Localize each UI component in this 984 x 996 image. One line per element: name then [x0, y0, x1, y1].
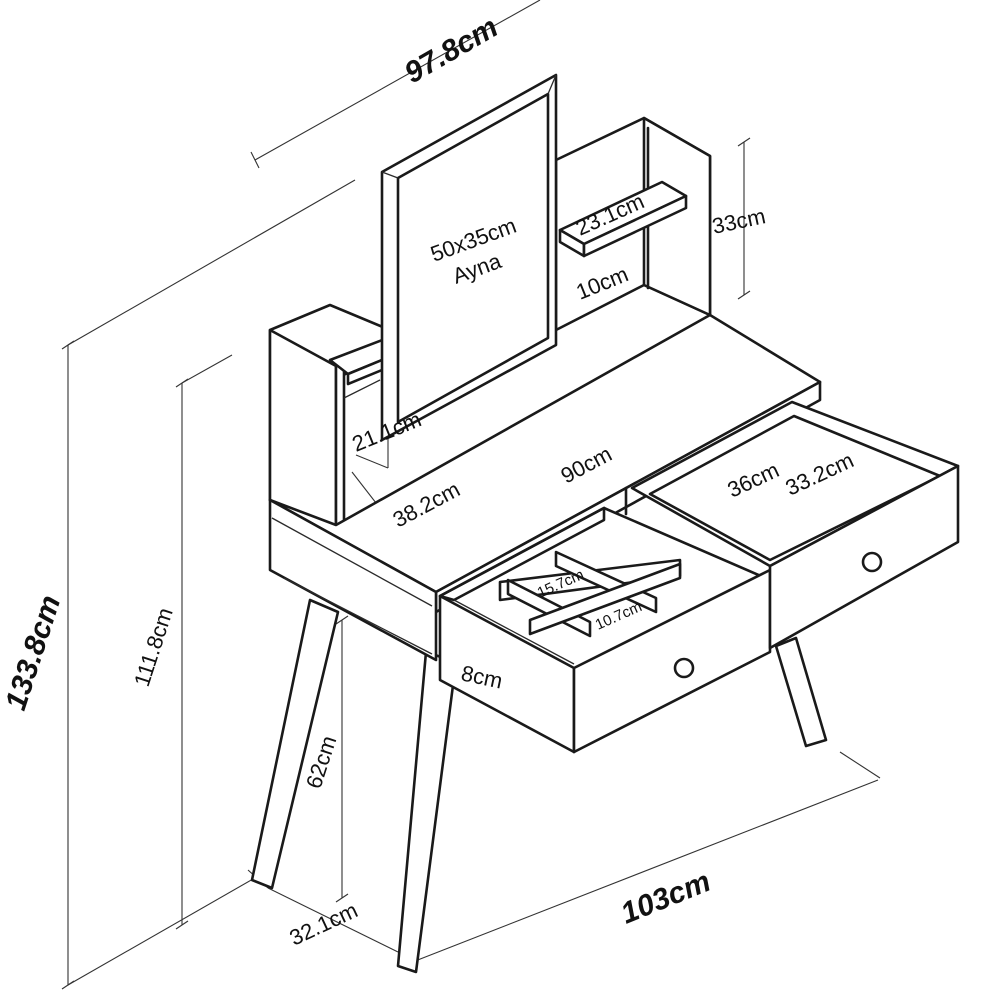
left-side-panel-front — [268, 328, 338, 532]
dim-left-shelf-ext — [355, 454, 389, 469]
label-top-width: 97.8cm — [399, 11, 504, 90]
right-drawer-knob — [861, 551, 883, 573]
leg-front-left — [250, 598, 340, 890]
apron-line — [271, 517, 433, 607]
right-drawer — [630, 400, 960, 650]
left-drawer-back-wall — [438, 506, 606, 602]
dim-tick — [61, 340, 75, 350]
leg-back-right — [774, 636, 828, 748]
dim-total-width-ext — [839, 751, 881, 779]
left-drawer-front — [572, 568, 772, 754]
label-depth: 32.1cm — [286, 897, 362, 950]
dim-desk-height-ext — [181, 354, 233, 384]
dim-tick — [335, 893, 349, 903]
label-total-height: 133.8cm — [0, 591, 67, 714]
dim-tick — [61, 980, 75, 990]
dim-tick — [737, 290, 751, 300]
legs — [250, 598, 828, 974]
left-drawer — [438, 506, 772, 754]
dim-tick — [335, 615, 349, 625]
label-desk-height: 111.8cm — [129, 605, 178, 690]
dim-tick — [737, 137, 751, 147]
mirror-bevel — [547, 74, 557, 95]
dim-depth-line — [267, 887, 399, 953]
left-drawer-inner-edge — [453, 599, 575, 665]
label-total-width: 103cm — [616, 865, 715, 931]
floating-shelf-side — [582, 194, 688, 258]
left-side-panel-edge — [334, 360, 346, 532]
left-shelf-underside — [343, 379, 381, 399]
hutch — [268, 116, 712, 532]
mirror — [380, 73, 558, 442]
label-hutch-height: 33cm — [710, 203, 768, 239]
leg-front-right — [396, 650, 458, 974]
mirror-inner-frame — [396, 92, 550, 424]
mirror-frame — [380, 73, 558, 442]
dim-tick — [175, 920, 189, 930]
left-drawer-knob — [673, 657, 695, 679]
dim-tick — [175, 378, 189, 388]
dim-top-width-line — [254, 0, 541, 161]
mirror-bevel — [381, 171, 399, 179]
dim-total-height-ext-top — [67, 179, 356, 346]
dim-total-width-line — [409, 779, 879, 964]
apron-line — [283, 577, 433, 655]
dim-total-height-ext-bottom — [67, 874, 261, 986]
compartment-divider-short — [528, 562, 682, 636]
dim-tick — [250, 151, 260, 169]
